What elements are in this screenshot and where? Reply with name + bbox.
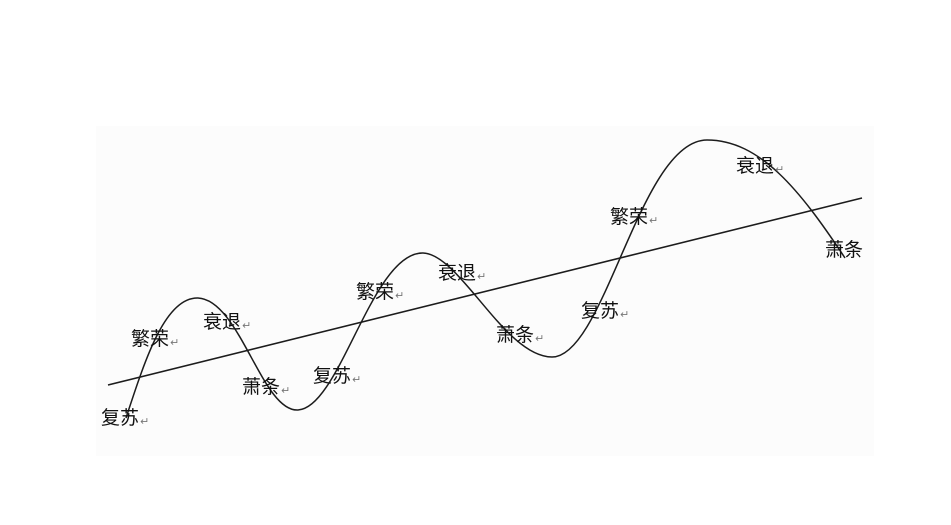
phase-label-text: 复苏	[313, 365, 352, 387]
phase-label-text: 复苏	[581, 300, 620, 322]
cycle-wave	[125, 139, 846, 419]
phase-label-text: 繁荣	[356, 281, 395, 303]
return-mark-icon: ↵	[242, 319, 252, 332]
phase-label-prosperity-3: 繁荣↵	[610, 208, 658, 227]
return-mark-icon: ↵	[140, 415, 150, 428]
return-mark-icon: ↵	[170, 336, 180, 349]
phase-label-prosperity-1: 繁荣↵	[131, 330, 179, 349]
return-mark-icon: ↵	[535, 332, 545, 345]
return-mark-icon: ↵	[649, 214, 659, 227]
phase-label-recovery-1: 复苏↵	[101, 409, 149, 428]
phase-label-text: 繁荣	[610, 206, 649, 228]
phase-label-depression-3: 萧条	[825, 241, 864, 260]
return-mark-icon: ↵	[477, 270, 487, 283]
phase-label-prosperity-2: 繁荣↵	[356, 283, 404, 302]
return-mark-icon: ↵	[281, 384, 291, 397]
trend-line	[107, 197, 863, 386]
phase-label-recovery-2: 复苏↵	[313, 367, 361, 386]
phase-label-recession-2: 衰退↵	[438, 264, 486, 283]
return-mark-icon: ↵	[620, 308, 630, 321]
phase-label-text: 衰退	[736, 155, 775, 177]
phase-label-recession-1: 衰退↵	[203, 313, 251, 332]
phase-label-text: 复苏	[101, 407, 140, 429]
phase-label-recession-3: 衰退↵	[736, 157, 784, 176]
return-mark-icon: ↵	[352, 373, 362, 386]
phase-label-text: 萧条	[496, 324, 535, 346]
return-mark-icon: ↵	[775, 163, 785, 176]
phase-label-text: 萧条	[825, 239, 864, 261]
phase-label-text: 繁荣	[131, 328, 170, 350]
phase-label-recovery-3: 复苏↵	[581, 302, 629, 321]
phase-label-text: 衰退	[438, 262, 477, 284]
phase-label-text: 萧条	[242, 376, 281, 398]
phase-label-depression-1: 萧条↵	[242, 378, 290, 397]
phase-label-depression-2: 萧条↵	[496, 326, 544, 345]
phase-label-text: 衰退	[203, 311, 242, 333]
return-mark-icon: ↵	[395, 289, 405, 302]
